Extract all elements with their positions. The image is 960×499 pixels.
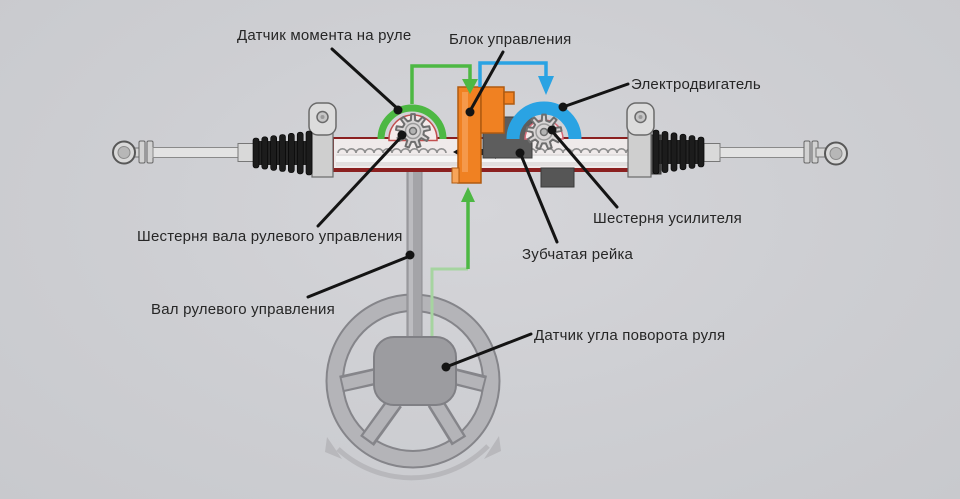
steering-shaft-pinion-gear <box>395 113 431 149</box>
signal-green-top <box>410 64 478 104</box>
label-electric-motor: Электродвигатель <box>631 76 761 93</box>
label-steering-shaft: Вал рулевого управления <box>151 301 335 318</box>
mount-bracket-left <box>308 102 337 178</box>
steering-shaft <box>406 165 423 363</box>
tie-rod-right <box>703 140 848 166</box>
motor-lower-block <box>540 167 575 188</box>
bellows-right <box>652 129 705 175</box>
angle-sensor-wire <box>430 267 468 350</box>
electric-motor-ring <box>506 101 582 140</box>
label-control-unit: Блок управления <box>449 31 572 48</box>
torque-sensor-ring <box>377 104 447 140</box>
rotation-arrow <box>325 436 501 481</box>
label-torque-sensor: Датчик момента на руле <box>237 27 412 44</box>
wheel-hub <box>373 336 457 406</box>
label-steering-angle-sensor: Датчик угла поворота руля <box>534 327 726 344</box>
leader-lines <box>306 47 630 372</box>
signal-blue-top <box>478 61 554 95</box>
control-unit <box>451 86 515 184</box>
mount-bracket-right <box>626 102 655 178</box>
label-booster-gear: Шестерня усилителя <box>593 210 742 227</box>
bellows-left <box>252 130 313 176</box>
tie-rod-left <box>112 140 255 165</box>
signal-green-bottom <box>461 187 475 269</box>
label-steering-shaft-gear: Шестерня вала рулевого управления <box>137 228 403 245</box>
label-gear-rack: Зубчатая рейка <box>522 246 634 263</box>
